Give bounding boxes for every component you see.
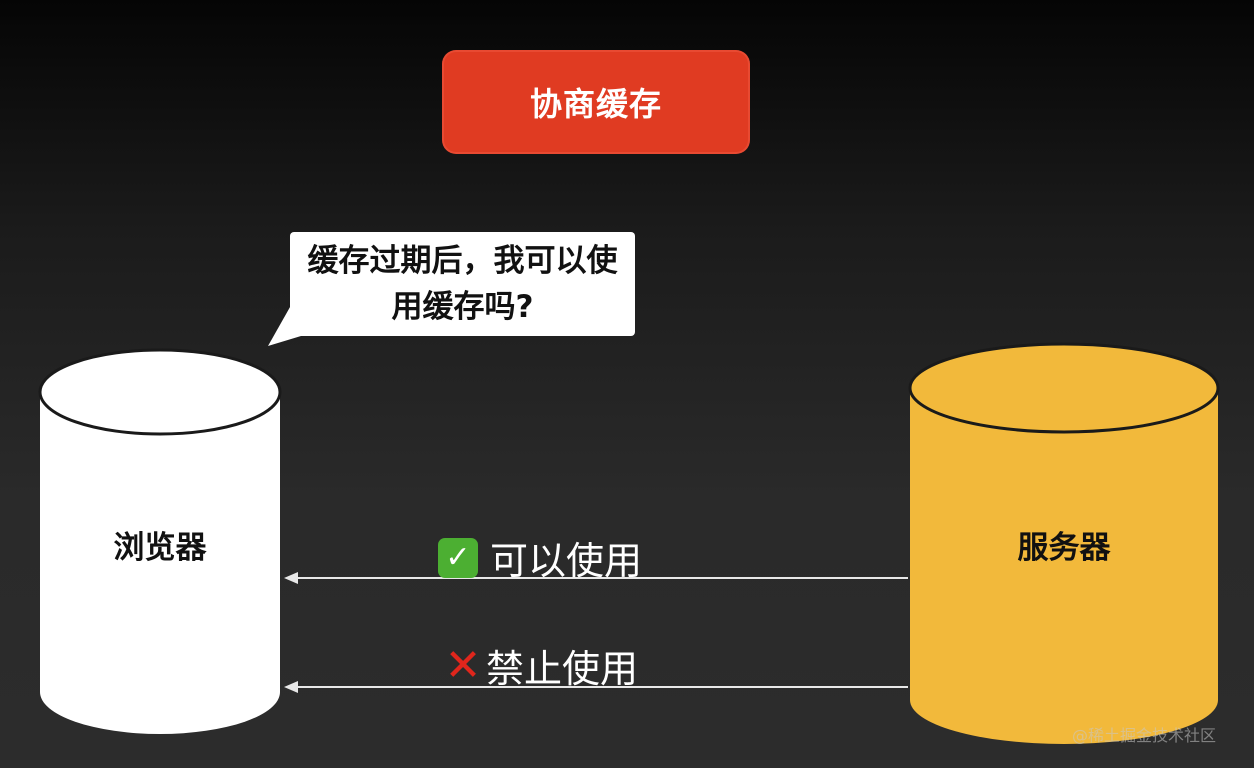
title-text: 协商缓存 [529, 85, 662, 123]
bubble-line-1: 缓存过期后，我可以使 [307, 243, 618, 279]
arrow-label-forbidden-text: 禁止使用 [486, 647, 639, 691]
arrow-label-forbidden: ✕ 禁止使用 [442, 638, 638, 693]
browser-label: 浏览器 [113, 530, 207, 566]
title-box: 协商缓存 [442, 50, 750, 154]
server-cylinder [908, 342, 1220, 744]
speech-bubble: 缓存过期后，我可以使 用缓存吗? [290, 232, 635, 336]
bubble-line-2: 用缓存吗? [391, 289, 534, 325]
cross-mark-icon: ✕ [444, 640, 482, 691]
server-label: 服务器 [1017, 530, 1111, 566]
browser-cylinder [38, 348, 282, 734]
check-mark-icon: ✓ [438, 537, 478, 578]
arrow-label-can-use: ✓ 可以使用 [438, 530, 642, 585]
arrow-can-use [284, 572, 908, 584]
arrow-label-can-use-text: 可以使用 [490, 539, 643, 583]
arrow-forbidden [284, 681, 908, 693]
watermark: @稀土掘金技术社区 [1072, 726, 1217, 745]
